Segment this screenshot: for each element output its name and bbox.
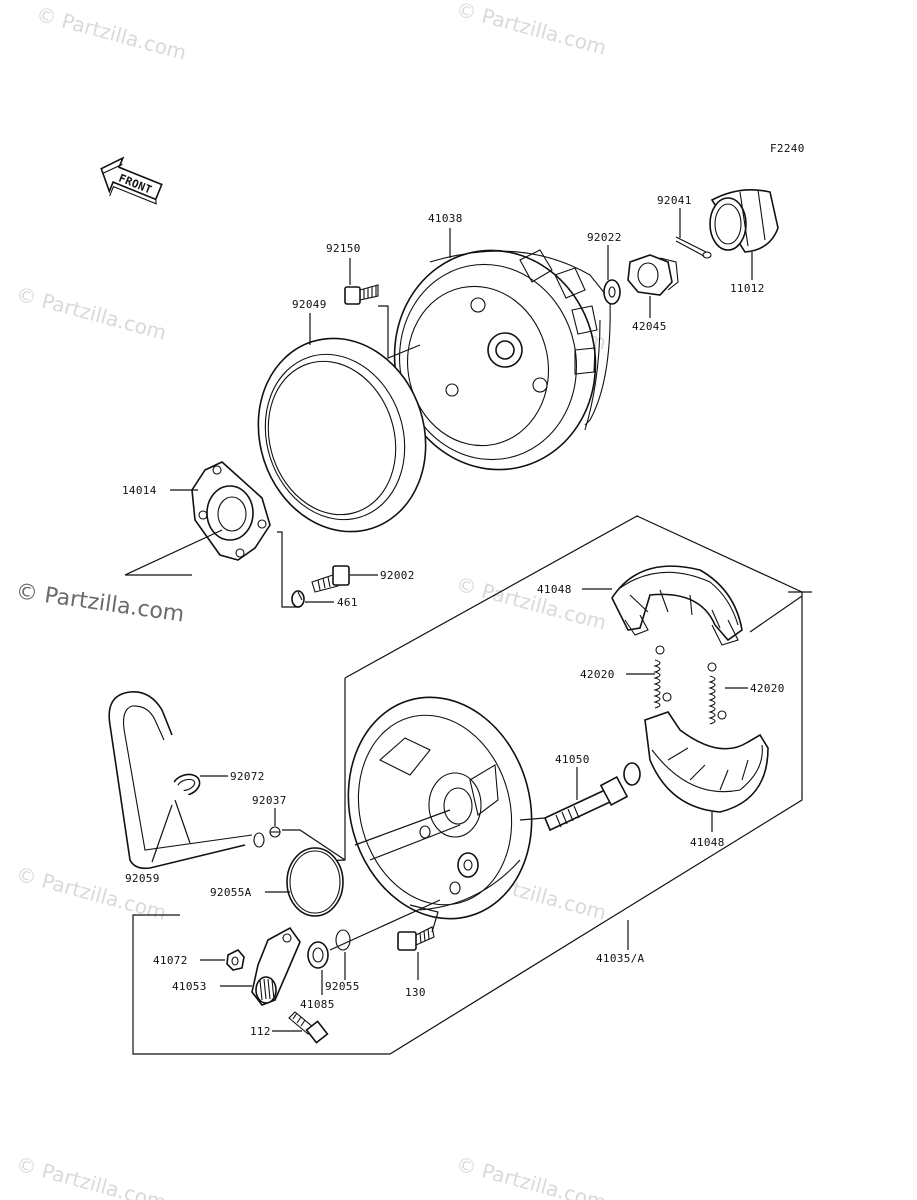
lever-41053 (251, 926, 301, 1006)
bolt-92150 (344, 284, 379, 305)
part-label: 92059 (125, 872, 160, 885)
bolt-130 (397, 926, 435, 951)
part-label: 41038 (428, 212, 463, 225)
part-label: 92072 (230, 770, 265, 783)
part-label: 112 (250, 1025, 271, 1038)
watermark: © Partzilla.com (454, 572, 609, 635)
part-label: 92150 (326, 242, 361, 255)
part-label: 41048 (537, 583, 572, 596)
brake-panel (347, 696, 533, 920)
part-label: 41072 (153, 954, 188, 967)
washer-41085 (307, 941, 329, 969)
lock-washer-461 (291, 590, 305, 608)
front-arrow-icon: FRONT (100, 156, 163, 205)
part-label: 41053 (172, 980, 207, 993)
nut-41072 (226, 949, 245, 971)
washer-92022 (603, 279, 621, 305)
bolt-112 (288, 1011, 329, 1044)
bearing-housing-14014 (191, 461, 271, 561)
nut-42045 (627, 254, 679, 296)
part-label: 130 (405, 986, 426, 999)
o-ring-92055A (286, 847, 344, 917)
camshaft-41050 (543, 762, 641, 832)
bolt-92002 (311, 565, 350, 593)
watermark: © Partzilla.com (14, 1152, 169, 1200)
part-label: 92002 (380, 569, 415, 582)
watermark: © Partzilla.com (34, 2, 189, 65)
watermark-prominent: © Partzilla.com (14, 579, 186, 627)
watermark: © Partzilla.com (14, 282, 169, 345)
part-label: 11012 (730, 282, 765, 295)
part-label: 461 (337, 596, 358, 609)
part-label: 42045 (632, 320, 667, 333)
part-label: 42020 (750, 682, 785, 695)
watermark-group: © Partzilla.com © Partzilla.com © Partzi… (14, 0, 609, 1200)
part-label: 92049 (292, 298, 327, 311)
part-label: 92041 (657, 194, 692, 207)
part-label: 41050 (555, 753, 590, 766)
brake-shoe-41048-bottom (644, 711, 769, 813)
spring-42020-left (653, 645, 672, 709)
part-label: 41085 (300, 998, 335, 1011)
watermark: © Partzilla.com (454, 1152, 609, 1200)
part-label: 42020 (580, 668, 615, 681)
cap-11012 (709, 189, 779, 253)
clip-92037 (269, 826, 281, 838)
o-ring-92055 (335, 929, 351, 951)
figure-code: F2240 (770, 142, 805, 155)
hose-92059 (108, 691, 265, 870)
part-label: 41035/A (596, 952, 645, 965)
watermark: © Partzilla.com (454, 0, 609, 60)
part-label: 14014 (122, 484, 157, 497)
cotter-pin-92041 (675, 236, 712, 259)
part-label: 92055 (325, 980, 360, 993)
brake-shoe-41048-top (611, 565, 743, 646)
part-label: 92022 (587, 231, 622, 244)
spring-42020-right (707, 662, 727, 725)
seal-ring-92049 (257, 337, 427, 533)
part-label: 92055A (210, 886, 252, 899)
part-label: 41048 (690, 836, 725, 849)
part-label: 92037 (252, 794, 287, 807)
